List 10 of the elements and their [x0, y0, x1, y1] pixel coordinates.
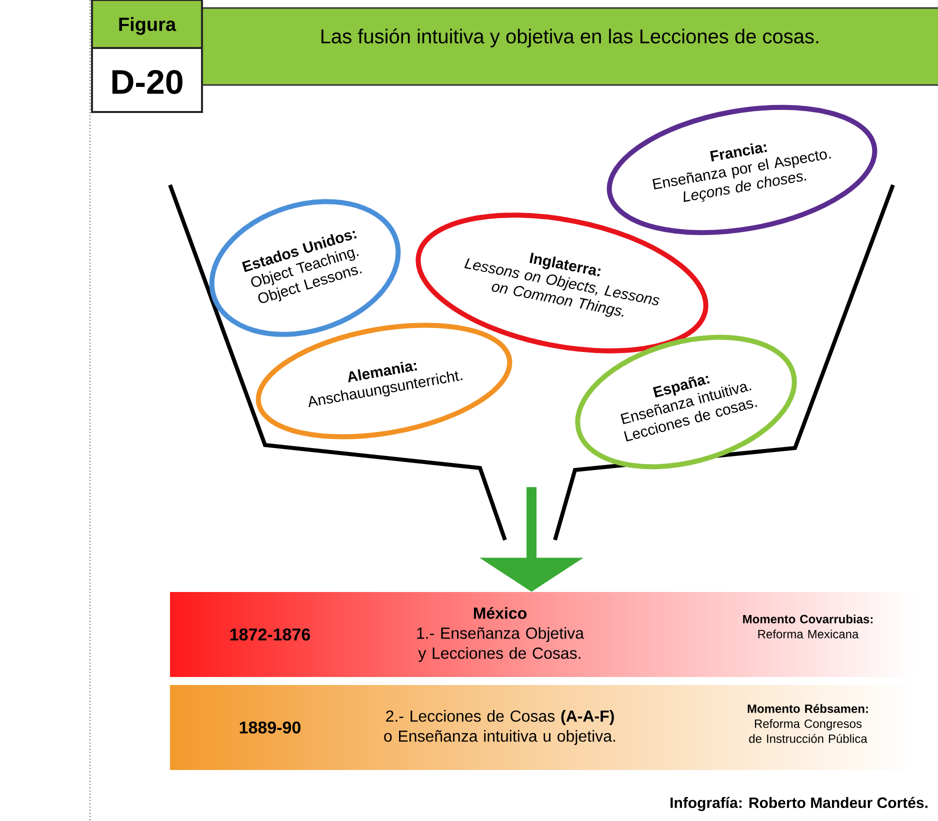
- year-label: 1872-1876: [230, 628, 310, 640]
- reform-note: Momento Covarrubias: Reforma Mexicana: [743, 614, 872, 638]
- reform-note: Momento Rébsamen: Reforma Congresos de Instrucción Pública: [748, 704, 868, 743]
- period-description: 2.- Lecciones de Cosas (A-A-F) o Enseñanza intuitiva u objetiva.: [384, 710, 615, 745]
- period-description: México 1.- Enseñanza Objetiva y Lecciones de Cosas.: [417, 606, 584, 662]
- figure-label-box: Figura: [91, 0, 203, 49]
- figure-number-box: D-20: [91, 46, 203, 113]
- year-label: 1889-90: [240, 721, 300, 734]
- credit-text: Infografía: Roberto Mandeur Cortés.: [670, 796, 928, 812]
- arrow: [480, 487, 584, 592]
